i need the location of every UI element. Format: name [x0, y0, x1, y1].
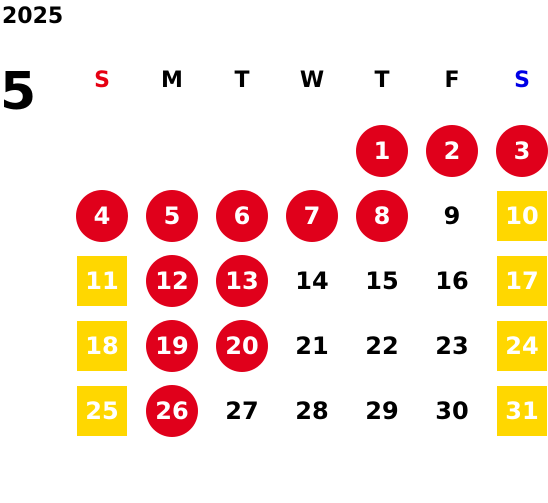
day-cell-23[interactable]: 23: [435, 332, 469, 360]
weekday-header-4: T: [374, 68, 390, 93]
day-cell-24[interactable]: 24: [497, 321, 547, 371]
day-cell-15[interactable]: 15: [365, 267, 399, 295]
day-cell-4[interactable]: 4: [76, 190, 128, 242]
day-cell-5[interactable]: 5: [146, 190, 198, 242]
day-cell-14[interactable]: 14: [295, 267, 329, 295]
day-cell-17[interactable]: 17: [497, 256, 547, 306]
day-cell-29[interactable]: 29: [365, 397, 399, 425]
day-cell-25[interactable]: 25: [77, 386, 127, 436]
day-cell-1[interactable]: 1: [356, 125, 408, 177]
day-cell-9[interactable]: 9: [443, 202, 461, 230]
day-cell-21[interactable]: 21: [295, 332, 329, 360]
day-cell-27[interactable]: 27: [225, 397, 259, 425]
weekday-header-3: W: [299, 68, 325, 93]
day-cell-11[interactable]: 11: [77, 256, 127, 306]
day-cell-3[interactable]: 3: [496, 125, 548, 177]
day-cell-19[interactable]: 19: [146, 320, 198, 372]
weekday-header-1: M: [161, 68, 183, 93]
day-cell-12[interactable]: 12: [146, 255, 198, 307]
day-cell-6[interactable]: 6: [216, 190, 268, 242]
day-cell-7[interactable]: 7: [286, 190, 338, 242]
day-cell-20[interactable]: 20: [216, 320, 268, 372]
day-cell-28[interactable]: 28: [295, 397, 329, 425]
day-cell-22[interactable]: 22: [365, 332, 399, 360]
day-cell-2[interactable]: 2: [426, 125, 478, 177]
year-label: 2025: [2, 4, 64, 29]
day-cell-30[interactable]: 30: [435, 397, 469, 425]
weekday-header-5: F: [444, 68, 460, 93]
day-cell-18[interactable]: 18: [77, 321, 127, 371]
weekday-header-0: S: [94, 68, 110, 93]
day-cell-8[interactable]: 8: [356, 190, 408, 242]
day-cell-13[interactable]: 13: [216, 255, 268, 307]
day-cell-26[interactable]: 26: [146, 385, 198, 437]
weekday-header-6: S: [514, 68, 530, 93]
month-number: 5: [0, 62, 37, 122]
weekday-header-2: T: [234, 68, 250, 93]
day-cell-31[interactable]: 31: [497, 386, 547, 436]
day-cell-10[interactable]: 10: [497, 191, 547, 241]
day-cell-16[interactable]: 16: [435, 267, 469, 295]
